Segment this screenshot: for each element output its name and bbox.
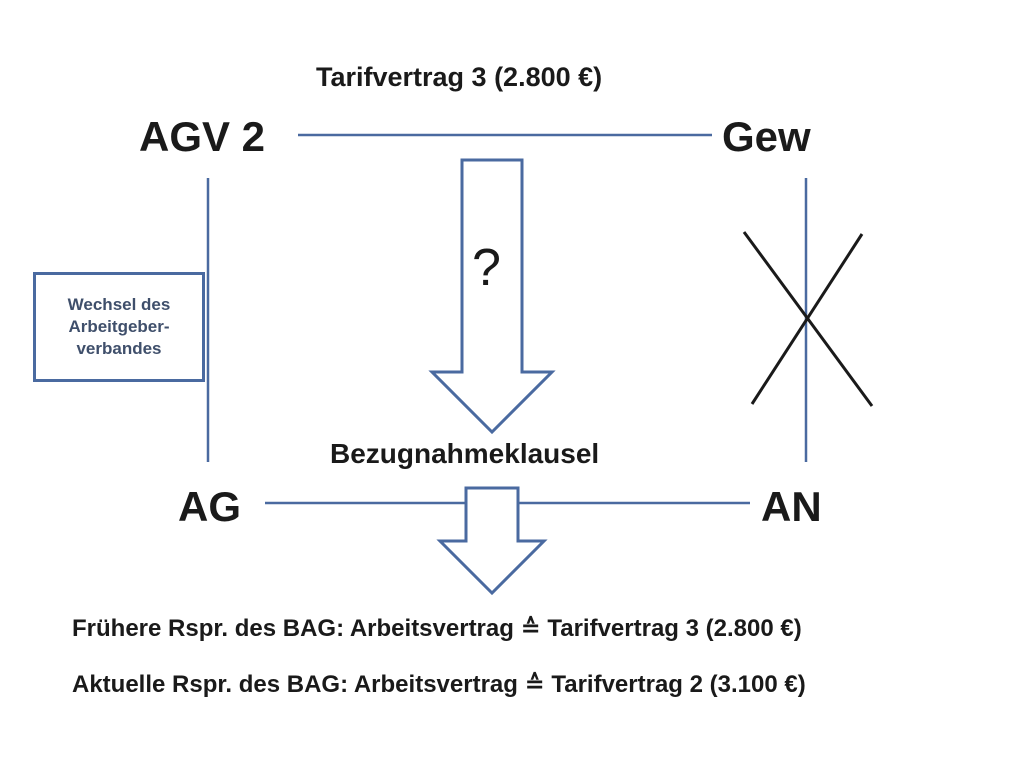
cross-stroke-2 (750, 233, 864, 405)
down-arrow-large (428, 158, 556, 435)
node-agv2: AGV 2 (139, 113, 266, 160)
ruling-current: Aktuelle Rspr. des BAG: Arbeitsvertrag ≙… (72, 671, 806, 698)
side-box-text: Wechsel des Arbeitgeber- verbandes (68, 294, 171, 360)
node-gew: Gew (722, 113, 811, 160)
side-box-line-1: Wechsel des (67, 294, 171, 314)
clause-label: Bezugnahmeklausel (330, 438, 600, 469)
side-box-employer-association-change: Wechsel des Arbeitgeber- verbandes (33, 272, 205, 382)
side-box-line-2: Arbeitgeber- (68, 316, 170, 336)
top-title: Tarifvertrag 3 (2.800 €) (316, 62, 603, 92)
node-ag: AG (178, 483, 241, 530)
question-mark: ? (472, 239, 501, 297)
ruling-earlier: Frühere Rspr. des BAG: Arbeitsvertrag ≙ … (72, 615, 802, 642)
down-arrow-small (436, 486, 548, 596)
side-box-line-3: verbandes (76, 339, 162, 359)
node-an: AN (761, 483, 822, 530)
